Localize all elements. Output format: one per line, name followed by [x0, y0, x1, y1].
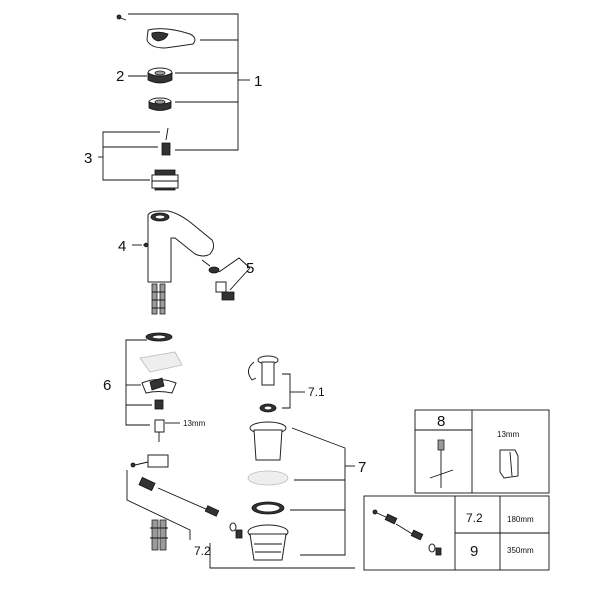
callout-7-2: 7.2	[194, 544, 211, 558]
callout-7: 7	[358, 459, 366, 476]
wrench-note: 13mm	[183, 419, 206, 428]
length-table-box: 7.2 180mm 9 350mm	[363, 495, 550, 571]
lever-handle	[116, 14, 196, 49]
part-6-leader	[125, 339, 152, 426]
callout-4: 4	[118, 238, 126, 255]
hex-socket	[499, 449, 519, 479]
mixer-body	[143, 210, 215, 315]
part-3-leader	[98, 131, 160, 181]
popup-rod-assembly	[130, 454, 243, 551]
cartridge	[151, 127, 179, 191]
retaining-nut	[148, 97, 172, 111]
waste-body	[247, 421, 289, 561]
length-row1-value: 180mm	[507, 515, 534, 524]
callout-1: 1	[254, 73, 262, 90]
tool-box-wrench-size: 13mm	[497, 430, 520, 439]
part-5-leader	[218, 257, 251, 291]
extension-rod	[372, 509, 442, 556]
part-7-2-leader	[126, 470, 355, 569]
callout-2: 2	[116, 68, 124, 85]
callout-3: 3	[84, 150, 92, 167]
tool-box: 8 13mm	[414, 409, 550, 494]
aerator	[201, 259, 235, 301]
callout-7-1: 7.1	[308, 385, 325, 399]
key-tool	[429, 439, 454, 488]
mounting-set	[139, 332, 183, 442]
part-7-leader	[290, 427, 355, 556]
part-7-1-leader	[282, 373, 305, 409]
cap-ring	[147, 67, 173, 84]
length-row1-label: 7.2	[466, 511, 483, 525]
popup-plug	[248, 355, 279, 413]
length-row2-label: 9	[470, 543, 478, 560]
callout-6: 6	[103, 377, 111, 394]
part-1-leader	[128, 13, 250, 151]
callout-5: 5	[246, 260, 254, 277]
tool-box-item-label: 8	[437, 413, 445, 430]
length-row2-value: 350mm	[507, 546, 534, 555]
